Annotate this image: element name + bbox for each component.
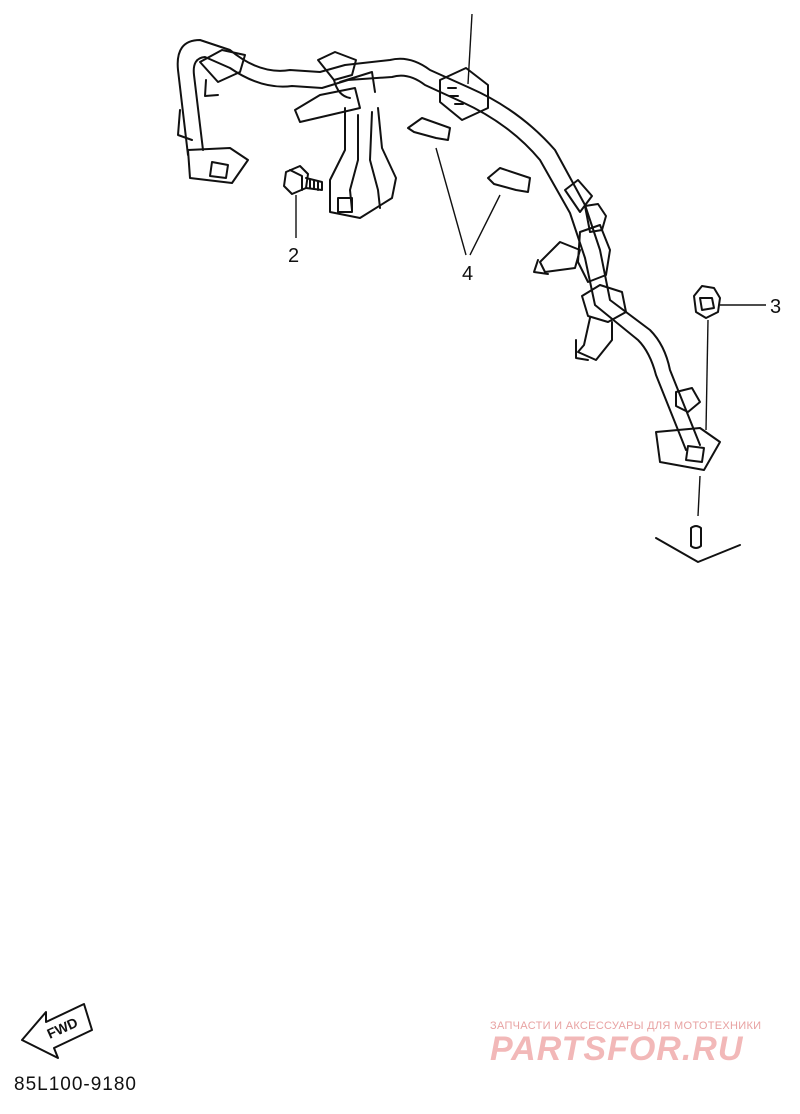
leader-lines — [295, 13, 766, 517]
stud-part — [655, 525, 741, 563]
damper-pad-left — [407, 117, 451, 141]
callout-2: 2 — [288, 245, 299, 267]
damper-pad-right — [487, 167, 531, 193]
nut-part — [693, 285, 721, 319]
fwd-arrow-icon — [21, 1003, 93, 1059]
watermark-tagline: ЗАПЧАСТИ И АКСЕССУАРЫ ДЛЯ МОТОТЕХНИКИ — [490, 1020, 762, 1032]
watermark-brand: PARTSFOR.RU — [490, 1030, 744, 1068]
callout-4: 4 — [462, 263, 473, 285]
frame-assembly — [176, 39, 721, 471]
diagram-code: 85L100-9180 — [14, 1074, 137, 1095]
bolt-part — [283, 165, 323, 195]
callout-3: 3 — [770, 296, 781, 318]
